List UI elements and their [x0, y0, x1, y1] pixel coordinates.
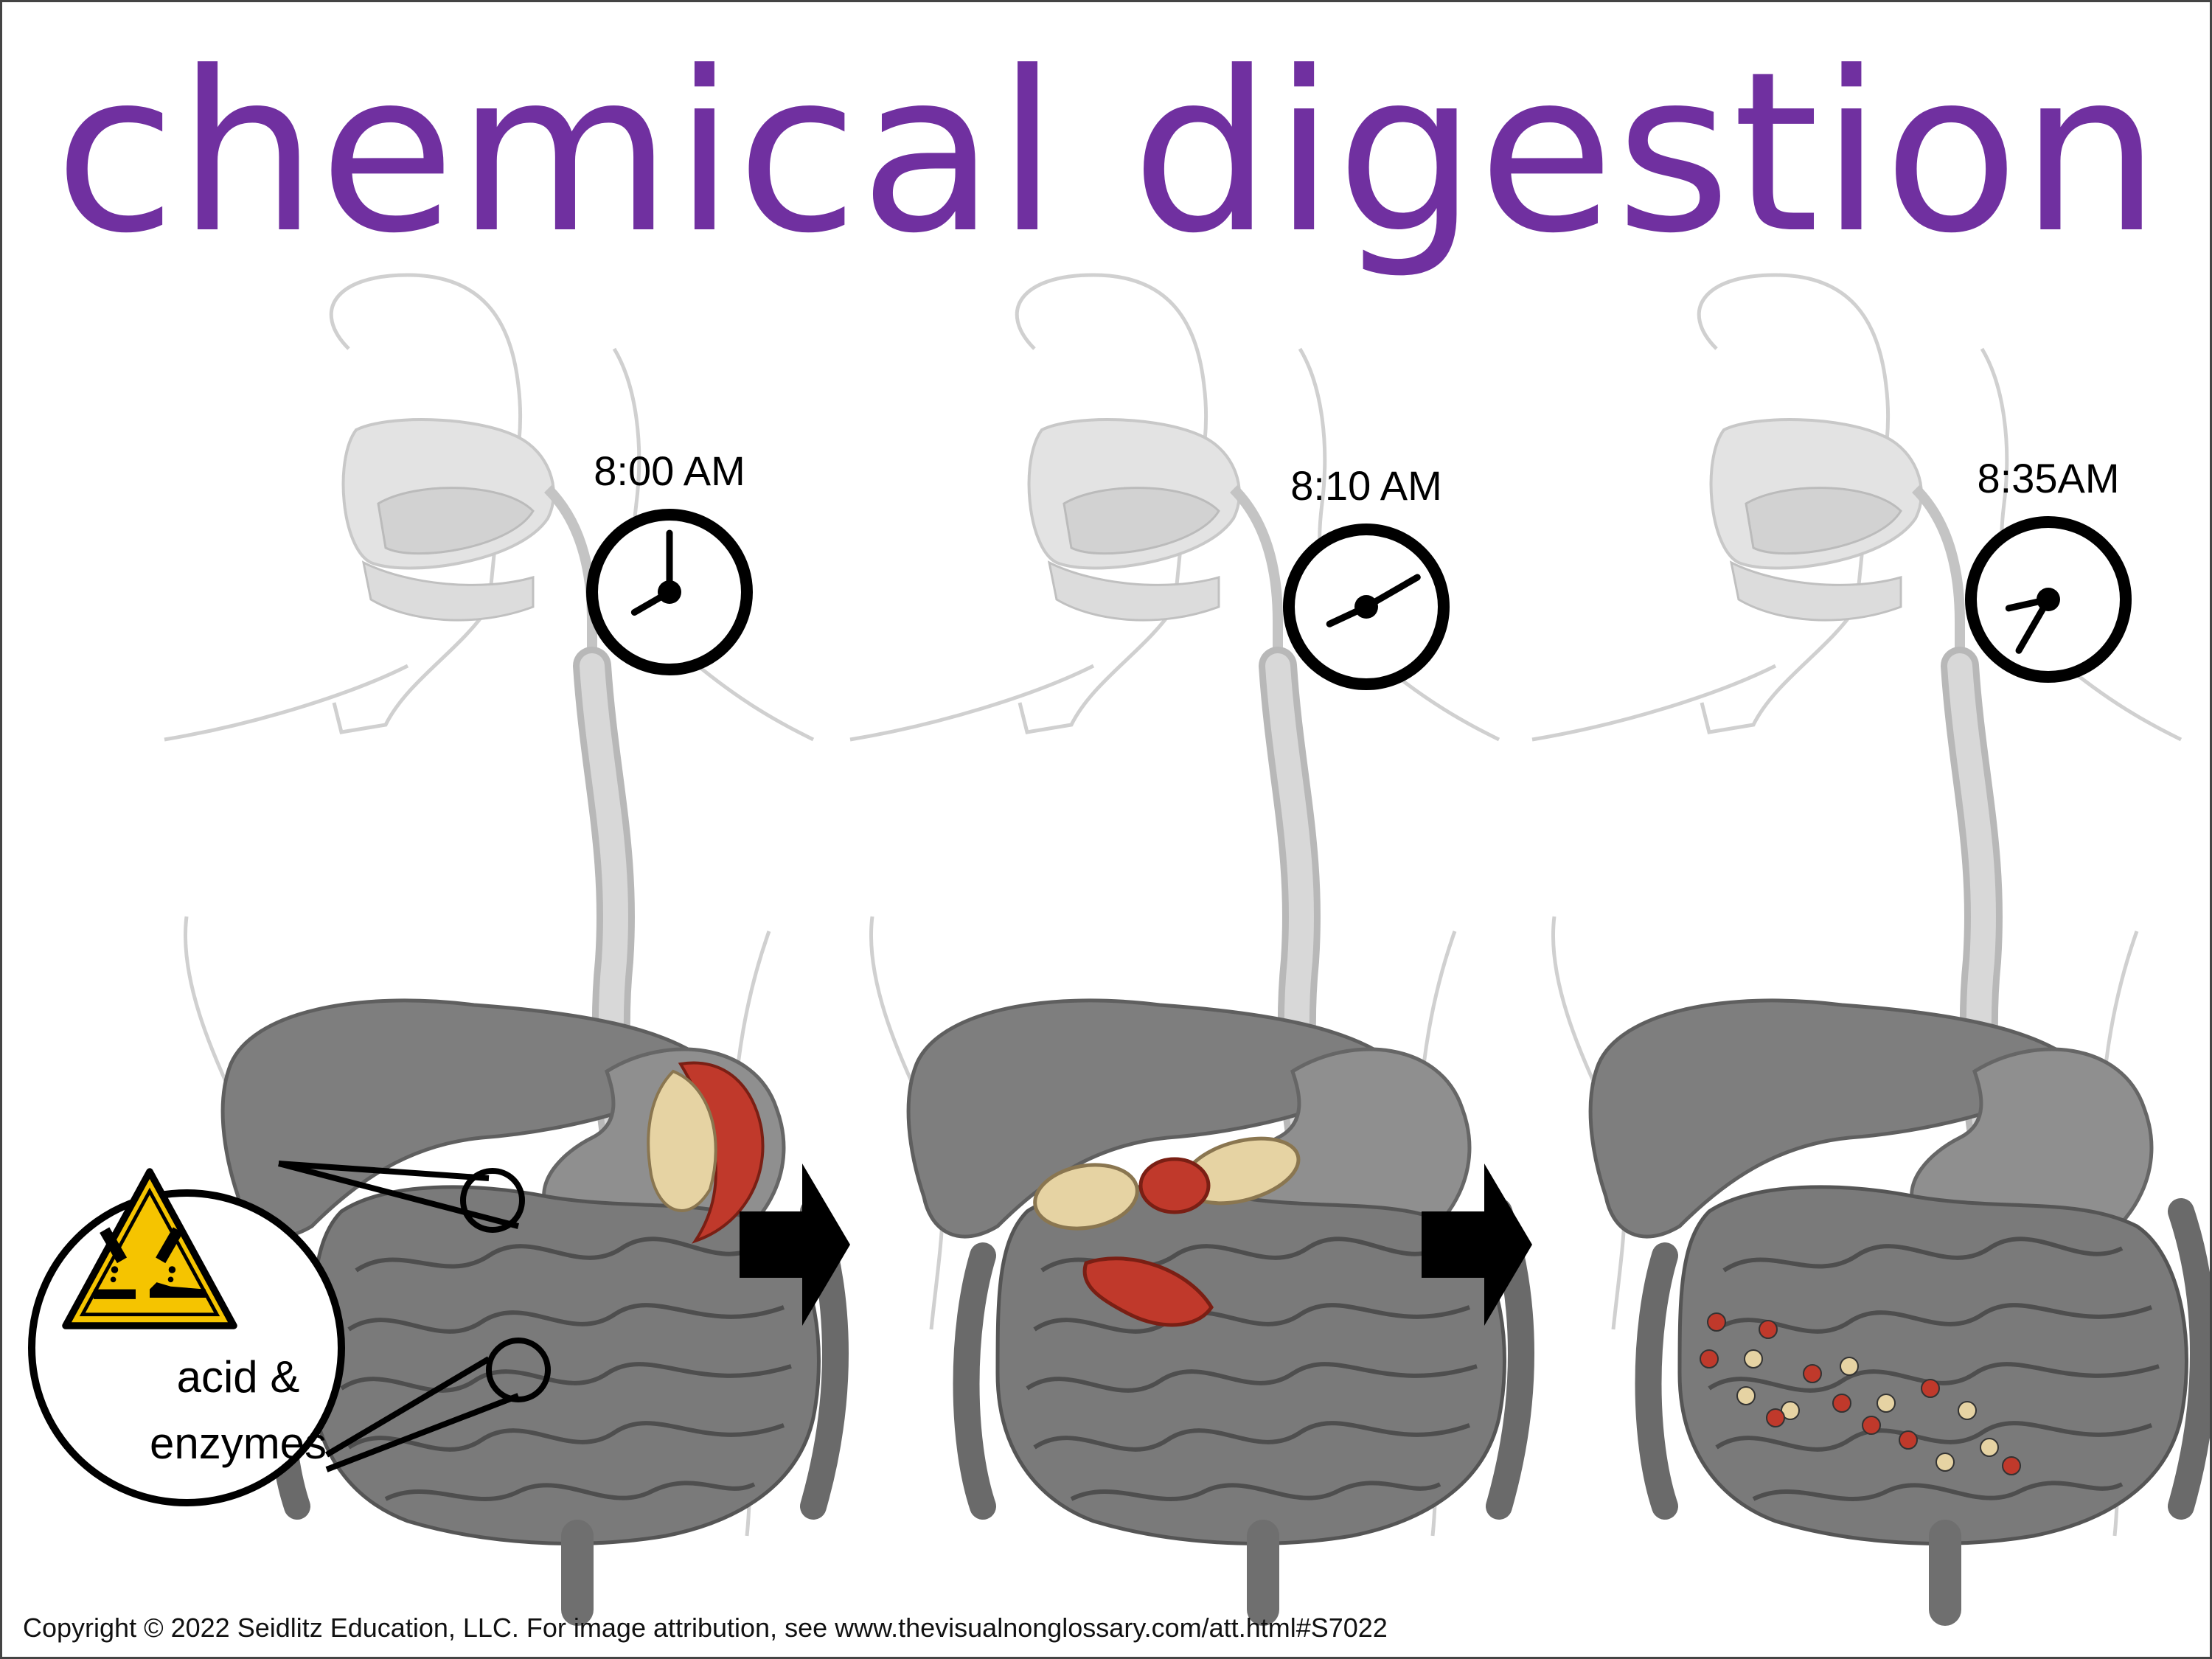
nutrient-particle [2002, 1456, 2021, 1475]
clock-center-pin [658, 580, 681, 604]
nutrient-particle [1700, 1349, 1719, 1368]
nutrient-particle [1707, 1312, 1726, 1332]
nutrient-particle [1766, 1408, 1785, 1427]
nutrient-particle [1736, 1386, 1756, 1405]
arrow-right-1 [740, 1164, 850, 1326]
zoom-ring-upper [460, 1168, 525, 1233]
clock-time-label: 8:35AM [1978, 455, 2120, 501]
clock-3: 8:35AM [1965, 455, 2132, 683]
callout-label-line1: acid & [177, 1352, 300, 1402]
nutrient-particle [1980, 1438, 1999, 1457]
copyright-notice: Copyright © 2022 Seidlitz Education, LLC… [23, 1613, 1388, 1643]
magnifier-callout: acid & enzymes [28, 1161, 551, 1506]
nutrient-particle [1803, 1364, 1822, 1383]
clock-1: 8:00 AM [586, 448, 753, 675]
clock-time-label: 8:10 AM [1290, 462, 1441, 509]
panel-1 [164, 275, 835, 1610]
clock-time-label: 8:00 AM [594, 448, 745, 494]
nutrient-particle [1840, 1357, 1859, 1376]
callout-label-line2: enzymes [150, 1419, 327, 1468]
nutrient-particle [1744, 1349, 1763, 1368]
clock-center-pin [2037, 588, 2060, 611]
food-piece-lower [1082, 1256, 1214, 1327]
page-title: chemical digestion [54, 24, 2163, 282]
clock-center-pin [1354, 595, 1378, 619]
panel-2 [850, 275, 1521, 1610]
food-piece-left [1033, 1163, 1139, 1231]
food-piece-center [1138, 1157, 1211, 1214]
arrow-right-2 [1422, 1164, 1532, 1326]
nutrient-particle [1877, 1394, 1896, 1413]
zoom-ring-lower [486, 1338, 551, 1402]
stomach-food-inner [647, 1069, 717, 1212]
nutrient-particle [1958, 1401, 1977, 1420]
panel-3 [1532, 275, 2203, 1610]
nutrient-particle [1921, 1379, 1940, 1398]
nutrient-particle [1759, 1320, 1778, 1339]
nutrient-particle [1899, 1430, 1918, 1450]
nutrient-particle [1935, 1453, 1955, 1472]
nutrient-particle [1862, 1416, 1881, 1435]
clock-2: 8:10 AM [1283, 462, 1450, 690]
nutrient-particle [1832, 1394, 1851, 1413]
